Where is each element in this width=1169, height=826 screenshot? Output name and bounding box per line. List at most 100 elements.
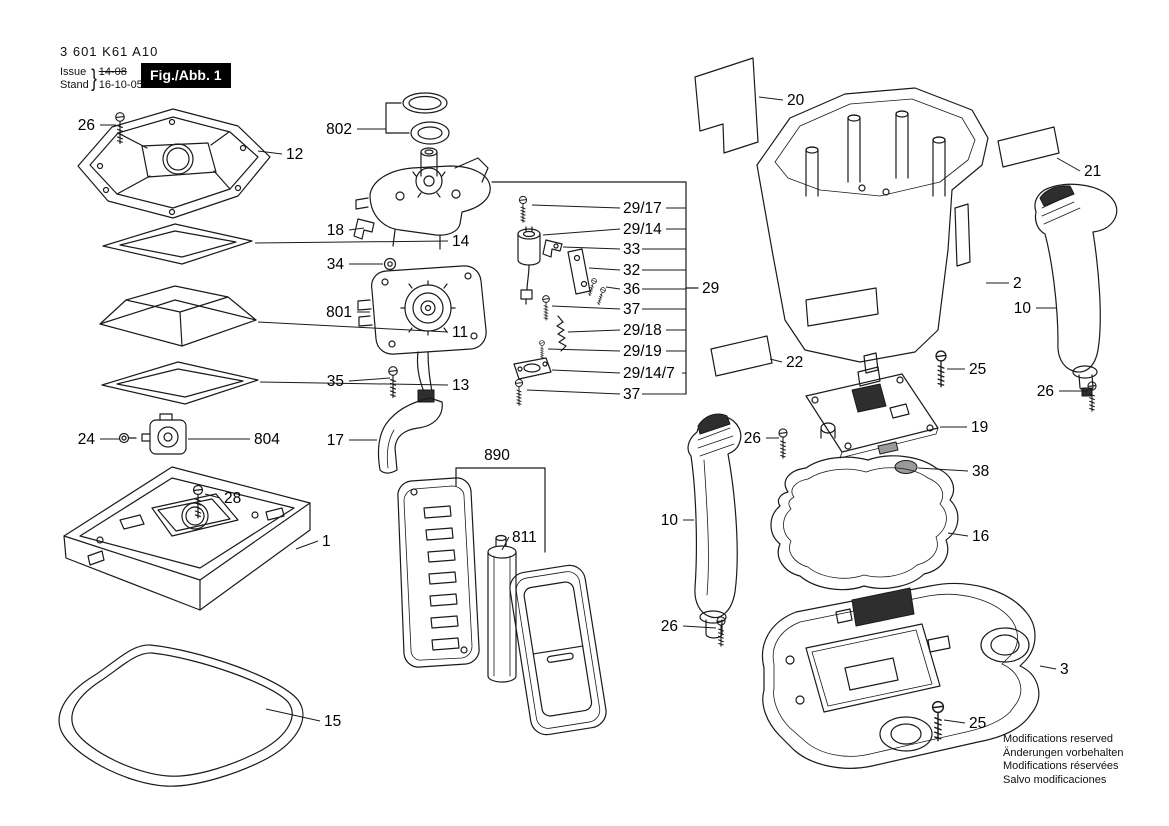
part-22-label [710,335,773,377]
leader-line-29/18 [567,329,621,333]
part-802-seal-rings [385,92,450,145]
part-804-motor [141,413,187,455]
part-37-screw-a [542,295,550,321]
part-number: 3 601 K61 A10 [60,44,159,59]
part-37-screw-b [514,378,524,406]
callout-label-37: 37 [623,301,640,318]
callout-label-37: 37 [623,386,640,403]
part-15-gasket [58,644,304,787]
callout-label-3: 3 [1060,661,1069,678]
part-29-group [491,181,699,406]
part-21-label [997,126,1060,168]
callout-label-15: 15 [324,713,341,730]
callout-label-29/18: 29/18 [623,322,662,339]
part-29-14-solenoid [517,226,541,305]
leader-line-29/19 [547,348,621,352]
callout-label-29/14/7: 29/14/7 [623,365,675,382]
callout-label-29: 29 [702,280,719,297]
callout-label-28: 28 [224,490,241,507]
issue-date-old: 14-08 [98,66,127,78]
callout-label-26: 26 [661,618,678,635]
callout-label-26: 26 [744,430,761,447]
leader-line-3 [1039,665,1057,670]
leader-line-36 [605,286,621,290]
callout-label-38: 38 [972,463,989,480]
callout-label-25: 25 [969,361,986,378]
part-25-screw-bottom [931,700,945,742]
part-10-handle-right [1034,183,1118,397]
part-11-prism [99,285,257,347]
leader-line-811 [501,536,510,551]
leader-line-22 [769,358,783,363]
part-1-base-housing [63,466,311,611]
part-12-roof-cover [77,108,271,219]
callout-label-1: 1 [322,533,331,550]
callout-label-29/19: 29/19 [623,343,662,360]
callout-label-2: 2 [1013,275,1022,292]
issue-date: 16-10-05 [98,79,143,91]
leader-line-35 [348,377,391,382]
callout-label-890: 890 [484,447,510,464]
part-890-battery-holder [397,467,546,668]
callout-label-18: 18 [327,222,344,239]
callout-label-35: 35 [327,373,344,390]
part-18-bracket [353,218,375,240]
leader-line-1 [295,540,319,550]
callout-label-804: 804 [254,431,280,448]
callout-label-36: 36 [623,281,640,298]
callout-label-10: 10 [1014,300,1032,317]
part-25-screw-right [935,350,947,388]
part-38-cap [894,460,918,474]
part-16-gasket [770,455,959,591]
part-20-label-sheet [694,57,759,154]
callout-label-22: 22 [786,354,803,371]
callout-label-12: 12 [286,146,303,163]
leader-line-16 [947,532,969,537]
brace-glyph: } [90,65,97,92]
callout-label-26: 26 [1037,383,1054,400]
part-2-upper-housing [756,87,989,363]
callout-label-26: 26 [78,117,95,134]
note-es: Salvo modificaciones [1003,773,1107,786]
rotary-head-assembly [355,147,491,250]
part-811-battery [487,534,517,683]
leader-line-21 [1056,157,1081,172]
issue-label: Issue [60,66,87,78]
callout-label-24: 24 [78,431,96,448]
callout-label-14: 14 [452,233,470,250]
title-block: 3 601 K61 A10 Issue Stand } 14-08 16-10-… [60,44,290,93]
leader-line-18 [348,227,365,231]
leader-line-13 [259,381,449,386]
callout-label-34: 34 [327,256,345,273]
note-fr: Modifications réservées [1003,760,1119,772]
leader-line-28 [204,493,221,499]
callout-label-29/14: 29/14 [623,221,662,238]
part-35-screw [388,366,398,399]
leader-line-37 [551,305,621,310]
part-13-frame [101,361,259,405]
part-29-17-screw [518,195,528,223]
part-26-screw-right [1087,381,1097,412]
callout-label-29/17: 29/17 [623,200,662,217]
part-29-19-pin [539,340,545,359]
stand-label: Stand [60,79,89,91]
callout-label-33: 33 [623,241,640,258]
part-33-clip [542,239,563,258]
callout-label-801: 801 [326,304,352,321]
note-en: Modifications reserved [1003,733,1114,745]
callout-label-802: 802 [326,121,352,138]
part-32-bar [567,248,591,295]
part-3-lower-housing [762,582,1040,769]
callout-label-32: 32 [623,262,640,279]
part-24-grommet [118,432,137,444]
figure-label: Fig./Abb. 1 [141,63,231,88]
leader-line-20 [758,96,784,101]
callout-label-21: 21 [1084,163,1101,180]
callout-label-16: 16 [972,528,989,545]
part-17-strap [377,397,443,474]
callout-label-20: 20 [787,92,805,109]
part-34-washer [383,257,397,271]
callout-label-19: 19 [971,419,988,436]
leader-line-29/17 [531,204,621,209]
